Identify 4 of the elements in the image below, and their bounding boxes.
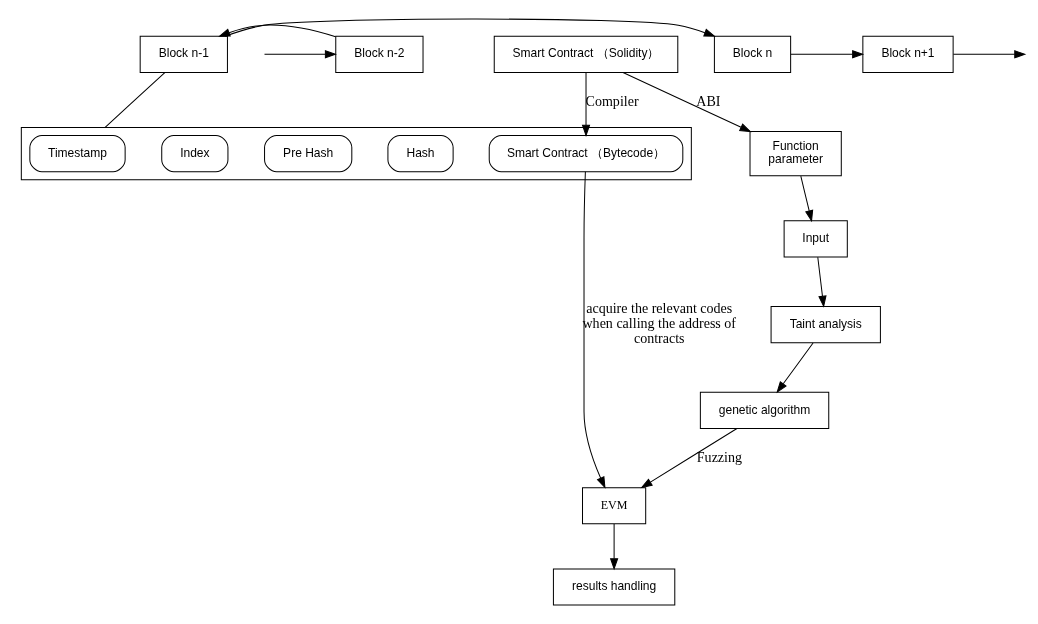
edge-label: acquire the relevant codes when calling the address of contracts [581,300,736,347]
edge-label: Fuzzing [696,448,742,465]
edge-label: ABI [695,92,720,109]
edge-label: Compiler [585,92,639,109]
